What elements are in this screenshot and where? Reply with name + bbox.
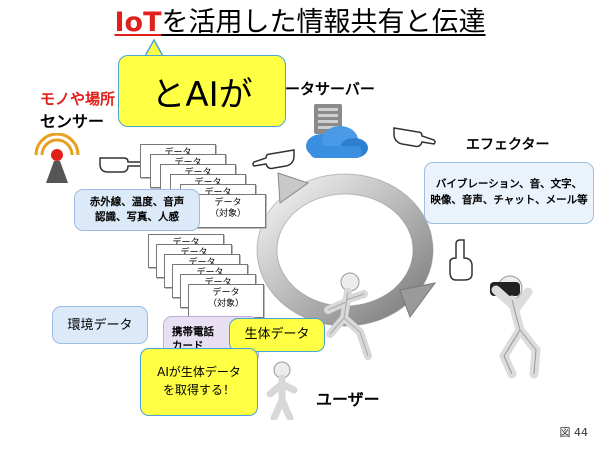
sensor-antenna-icon <box>34 133 80 183</box>
user-figure-icon <box>266 361 298 420</box>
page-title: IoTを活用した情報共有と伝達 <box>0 6 600 40</box>
label-things-places: モノや場所 <box>40 90 116 108</box>
title-rest: を活用した情報共有と伝達 <box>161 7 486 38</box>
data-card: データ（対象） <box>190 194 266 228</box>
figure-number: 図 44 <box>559 426 589 439</box>
pointing-hand-icon <box>449 239 473 281</box>
ai-callout: とAIが <box>118 55 286 127</box>
title-iot: IoT <box>114 7 162 38</box>
pointing-hand-icon <box>393 127 436 148</box>
label-data-server: データサーバー <box>270 80 375 98</box>
server-cloud-icon <box>306 104 368 158</box>
data-card: データ（対象） <box>188 284 264 318</box>
running-person-icon <box>324 272 372 360</box>
vr-headset-person-icon <box>490 275 541 379</box>
pointing-hand-icon <box>99 157 142 173</box>
pointing-hand-icon <box>252 149 295 170</box>
biometric-data-box: 生体データ <box>229 318 325 352</box>
effector-types-box: バイブレーション、音、文字、 映像、音声、チャット、メール等 <box>424 162 594 224</box>
ai-acquires-biometric-callout: AIが生体データ を取得する！ <box>140 348 258 416</box>
label-user: ユーザー <box>316 390 380 409</box>
label-sensors: センサー <box>40 112 105 131</box>
sensor-types-box: 赤外線、温度、音声 認識、写真、人感 <box>74 189 200 231</box>
environment-data-box: 環境データ <box>52 306 148 344</box>
label-effector: エフェクター <box>466 137 550 153</box>
